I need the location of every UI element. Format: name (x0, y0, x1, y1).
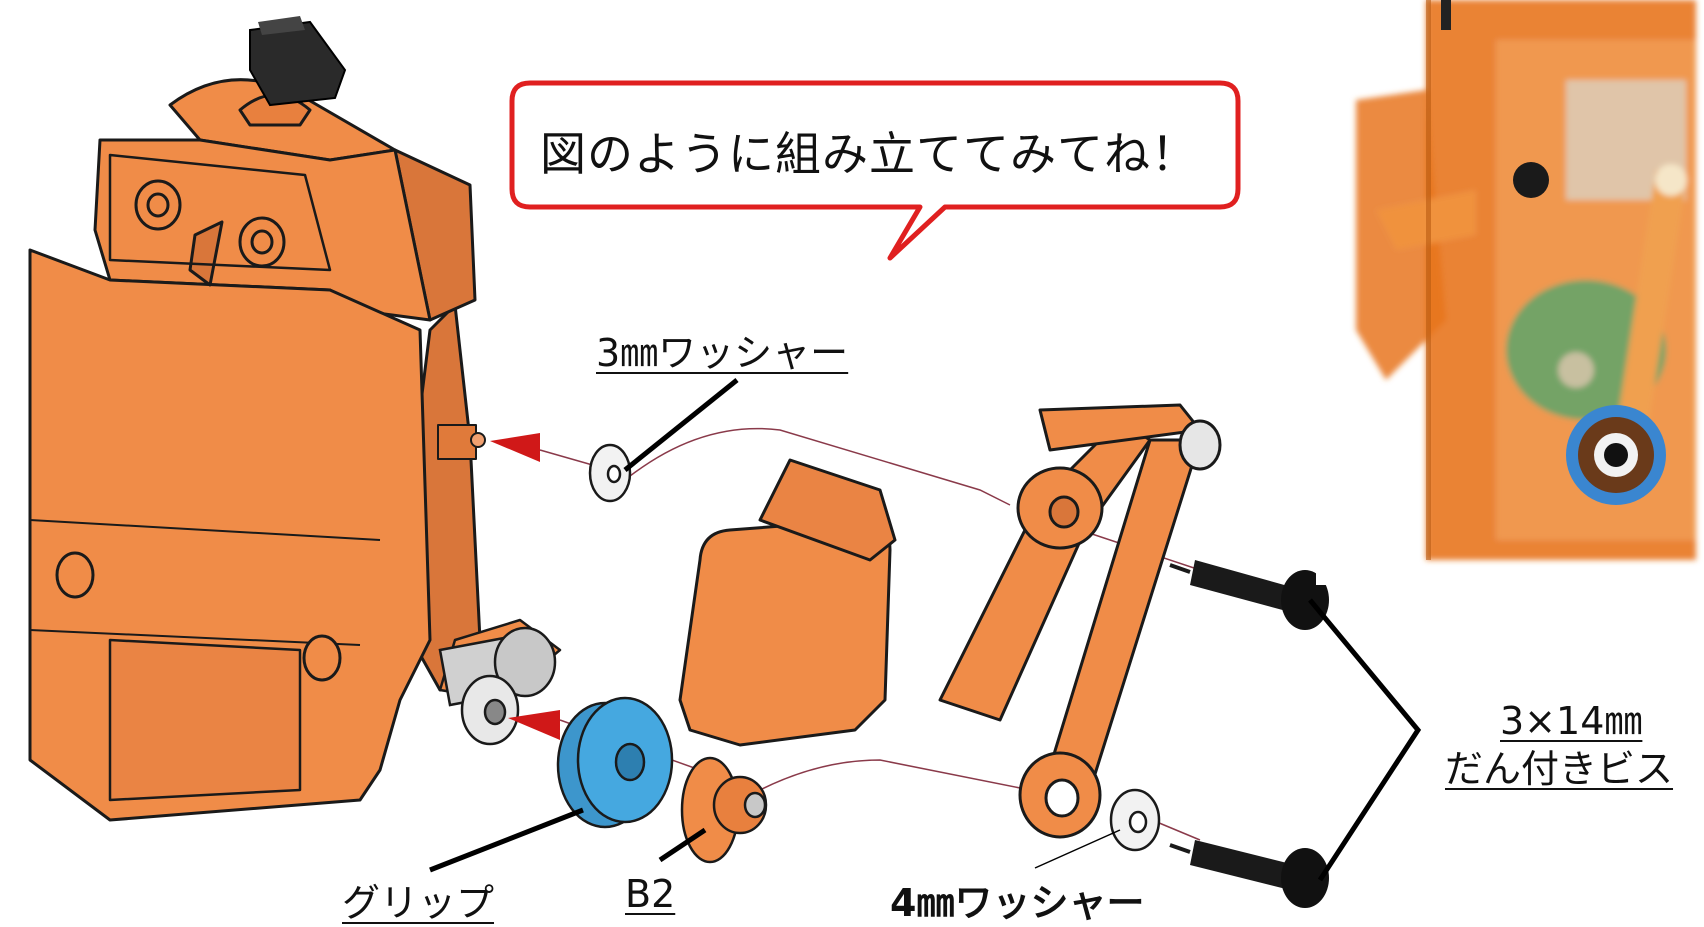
label-4mm-washer: 4㎜ワッシャー (890, 881, 1145, 925)
screw-lower (1169, 840, 1329, 908)
leader-line-thin (1034, 829, 1121, 869)
speech-bubble-text: 図のように組み立ててみてね！ (540, 127, 1198, 181)
photo-screw-upper (1513, 162, 1549, 198)
grip-part (556, 696, 674, 829)
arm-assembly (678, 403, 1222, 839)
label-3mm-washer: 3㎜ワッシャー (596, 331, 849, 375)
speech-bubble-shape (509, 80, 1241, 261)
leader-lines (429, 378, 1422, 882)
screw-upper (1169, 560, 1329, 630)
washer-3mm (588, 443, 632, 503)
b2-part (680, 756, 768, 864)
label-screw-size: 3×14㎜ (1500, 699, 1643, 743)
robot-body (28, 78, 562, 822)
connector-plug (249, 16, 347, 107)
axle-shaft (438, 626, 557, 746)
assembled-photo (1316, 0, 1704, 585)
assembled-photo-svg (1356, 0, 1696, 560)
screws (1169, 560, 1329, 908)
label-b2: B2 (625, 872, 676, 916)
assembly-arrows (490, 433, 560, 740)
washer-4mm (1109, 788, 1161, 852)
label-grip: グリップ (342, 881, 495, 925)
label-screw-type: だん付きビス (1445, 747, 1674, 791)
